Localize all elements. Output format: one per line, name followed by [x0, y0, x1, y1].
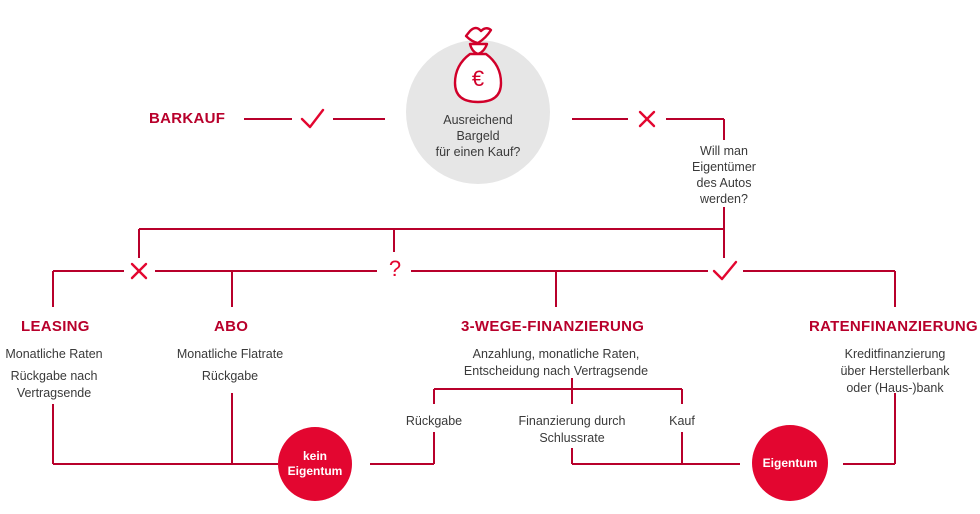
eigentum-question: Will man Eigentümer des Autos werden? — [692, 144, 756, 206]
center-circle — [406, 40, 550, 184]
eigentum-circle: Eigentum — [752, 425, 828, 501]
cross-icon-top — [638, 110, 656, 128]
option-rueckgabe: Rückgabe — [405, 414, 463, 428]
check-icon-barkauf — [300, 108, 325, 129]
leasing-title: LEASING — [21, 318, 90, 335]
raten-title: RATENFINANZIERUNG — [809, 318, 978, 335]
option-kauf: Kauf — [669, 414, 695, 428]
barkauf-label: BARKAUF — [149, 110, 226, 127]
kein-eigentum-circle: kein Eigentum — [278, 427, 352, 501]
abo-title: ABO — [214, 318, 249, 335]
question-mark-icon: ? — [388, 256, 402, 281]
euro-symbol: € — [471, 66, 485, 91]
raten-desc: Kreditfinanzierung über Herstellerbank o… — [840, 347, 950, 395]
center-question: Ausreichend Bargeld für einen Kauf? — [435, 113, 521, 159]
dreiwege-desc: Anzahlung, monatliche Raten, Entscheidun… — [463, 347, 649, 378]
abo-desc: Monatliche Flatrate Rückgabe — [176, 347, 284, 383]
dreiwege-title: 3-WEGE-FINANZIERUNG — [461, 318, 645, 335]
leasing-desc: Monatliche Raten Rückgabe nach Vertragse… — [5, 347, 103, 400]
money-bag-icon — [453, 26, 503, 104]
cross-icon-lower — [130, 262, 148, 280]
option-schlussrate: Finanzierung durch Schlussrate — [518, 414, 626, 445]
check-icon-lower — [712, 260, 738, 281]
